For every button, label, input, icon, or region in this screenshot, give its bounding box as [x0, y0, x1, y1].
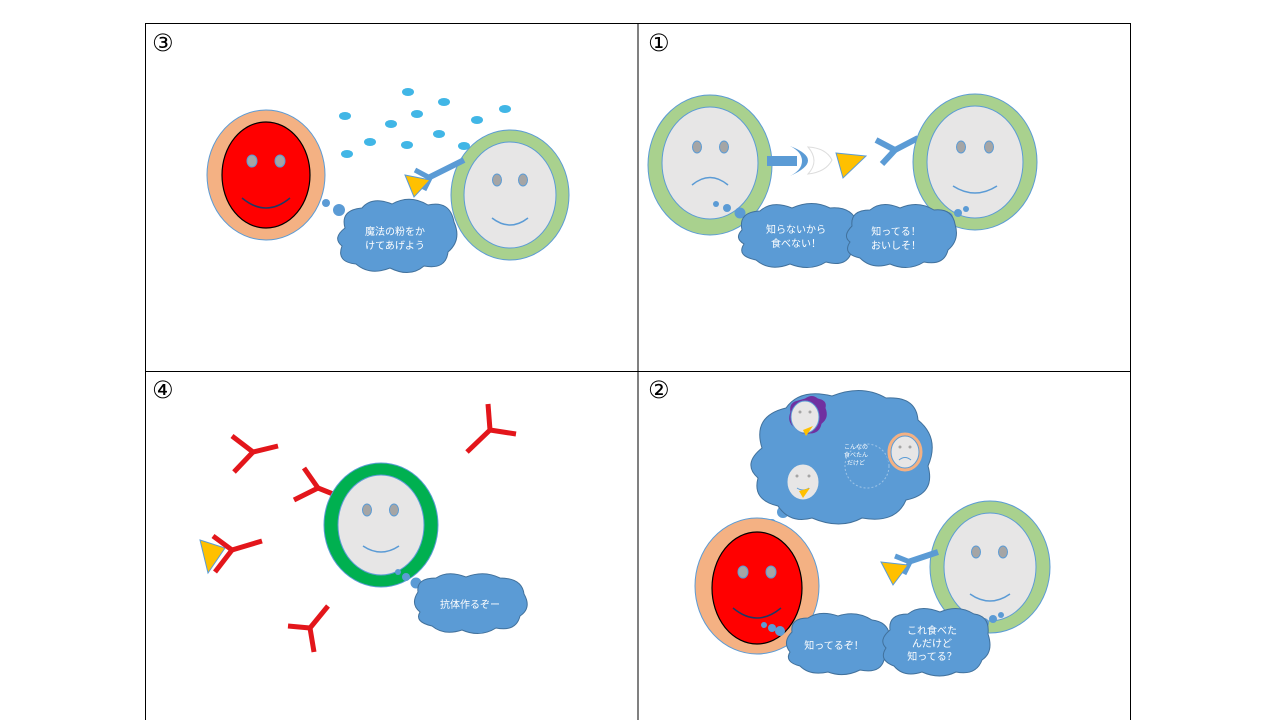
non-matching-receptor: [767, 146, 833, 176]
antibody-producing-cell: [323, 462, 439, 588]
helper-cell: [450, 129, 570, 261]
thought-helper-cell: [786, 463, 820, 501]
bubble-text-line-2: んだけど: [912, 638, 952, 650]
happy-cell: [912, 93, 1038, 231]
bubble-text-line-1: 魔法の粉をか: [365, 225, 425, 238]
receptor-with-antigen: [880, 549, 939, 586]
thought-text-line-3: だけど: [847, 459, 865, 467]
magic-powder: [339, 88, 511, 158]
thought-cloud: こんなの 食べたん だけど: [750, 390, 933, 527]
infected-cell: [206, 109, 326, 241]
speech-bubble-make-antibody: 抗体作るぞー: [395, 569, 528, 634]
infected-cell: [694, 517, 820, 655]
antibody-5: [287, 604, 330, 653]
antibody-2: [465, 403, 517, 454]
panel-number-3: ③: [152, 29, 174, 57]
bubble-text-line-2: おいしそ！: [871, 240, 921, 252]
thought-text-line-2: 食べたん: [844, 451, 868, 459]
speech-bubble-i-know: 知ってるぞ！: [761, 612, 893, 676]
panel-1: 知らないから 食べない！ 知ってる！ おいしそ！: [647, 93, 1038, 268]
bubble-text-line-1: 知ってるぞ！: [804, 639, 864, 652]
antibody-1: [230, 434, 279, 474]
panel-number-4: ④: [152, 376, 174, 404]
speech-bubble-dont-know: 知らないから 食べない！: [713, 201, 862, 268]
bubble-text-line-3: 知ってる？: [907, 650, 957, 663]
bubble-text-line-2: 食べない！: [771, 237, 821, 250]
bubble-text-line-2: けてあげよう: [365, 240, 425, 252]
sad-cell: [647, 94, 773, 236]
thought-purple-cell: [788, 395, 828, 436]
panel-number-2: ②: [648, 376, 670, 404]
antibody-4-with-antigen: [199, 533, 263, 575]
thought-text-line-1: こんなの: [844, 444, 868, 451]
panel-3: 魔法の粉をか けてあげよう: [206, 88, 570, 273]
panel-grid: [145, 23, 1131, 720]
speech-bubble-magic: 魔法の粉をか けてあげよう: [322, 198, 458, 273]
speech-bubble-know: 知ってる！ おいしそ！: [846, 204, 969, 268]
antigen-triangle: [835, 152, 868, 179]
receptor-with-antigen: [404, 157, 466, 198]
bubble-text-line-1: 知ってる！: [871, 225, 921, 238]
panel-number-1: ①: [648, 29, 670, 57]
panel-4: 抗体作るぞー: [199, 403, 528, 653]
bubble-text-line-1: 知らないから: [766, 223, 826, 236]
matching-receptor: [874, 135, 920, 167]
bubble-text-line-1: 抗体作るぞー: [440, 598, 500, 611]
thought-sad-cell: [886, 431, 924, 473]
panel-2: こんなの 食べたん だけど: [694, 390, 1051, 677]
bubble-text-line-1: これ食べた: [907, 624, 957, 637]
speech-bubble-ate-this: これ食べた んだけど 知ってる？: [882, 608, 1004, 677]
